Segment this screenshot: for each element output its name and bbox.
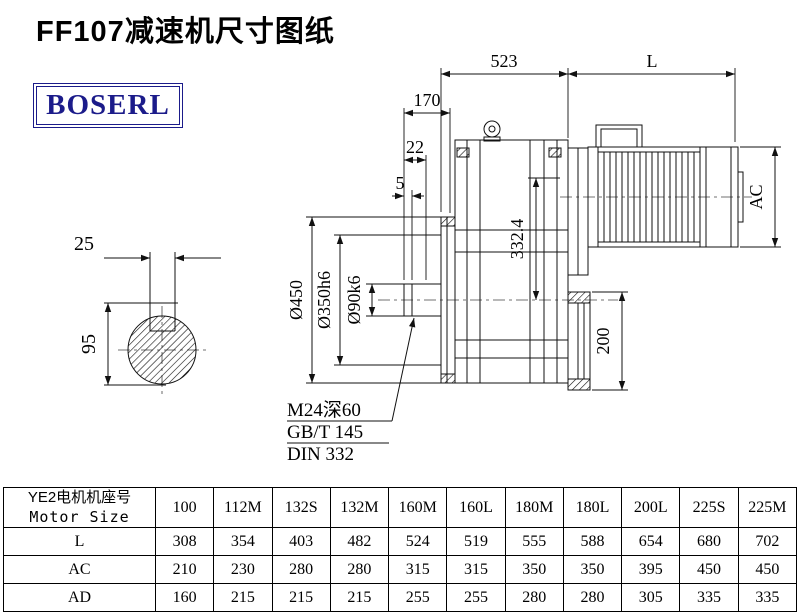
col-header: 180L — [562, 487, 623, 528]
page-title: FF107减速机尺寸图纸 — [36, 16, 335, 48]
col-header: 160L — [446, 487, 506, 528]
dim-523-label: 523 — [491, 51, 518, 71]
shaft-end-view — [127, 252, 197, 385]
table-cell: 160 — [154, 583, 215, 612]
table-cell: 230 — [213, 555, 273, 584]
table-cell: 255 — [446, 583, 506, 612]
dim-200-label: 200 — [593, 328, 613, 355]
col-header: 100 — [154, 487, 215, 528]
col-header: 132M — [329, 487, 390, 528]
table-row-AD: AD 160 215 215 215 255 255 280 280 305 3… — [3, 583, 798, 612]
table-cell: 315 — [446, 555, 506, 584]
table-cell: 280 — [504, 583, 564, 612]
row-label: AC — [3, 555, 156, 584]
col-header: 112M — [213, 487, 273, 528]
table-cell: 450 — [737, 555, 798, 584]
note-gbt145: GB/T 145 — [287, 422, 363, 443]
table-cell: 350 — [562, 555, 623, 584]
dim-spigot-dia-label: Ø350h6 — [314, 271, 334, 329]
table-cell: 680 — [679, 527, 739, 556]
table-cell: 255 — [388, 583, 448, 612]
dim-25-label: 25 — [74, 233, 94, 255]
row-label: AD — [3, 583, 156, 612]
table-cell: 215 — [271, 583, 331, 612]
dim-22-label: 22 — [406, 137, 424, 157]
motor-size-header-en: Motor Size — [29, 507, 130, 526]
motor-size-header: YE2电机机座号 Motor Size — [3, 487, 156, 528]
table-cell: 210 — [154, 555, 215, 584]
table-cell: 305 — [621, 583, 681, 612]
table-cell: 280 — [562, 583, 623, 612]
table-cell: 482 — [329, 527, 390, 556]
dim-5-label: 5 — [396, 173, 405, 193]
note-thread: M24深60 — [287, 399, 361, 421]
centerlines — [118, 196, 752, 394]
dim-95-label: 95 — [78, 334, 100, 354]
table-header-row: YE2电机机座号 Motor Size 100 112M 132S 132M 1… — [3, 487, 798, 528]
table-cell: 350 — [504, 555, 564, 584]
table-cell: 354 — [213, 527, 273, 556]
gearbox-housing — [440, 139, 569, 384]
table-cell: 308 — [154, 527, 215, 556]
dimension-lines — [104, 70, 779, 422]
table-cell: 555 — [504, 527, 564, 556]
table-cell: 280 — [329, 555, 390, 584]
table-row-L: L 308 354 403 482 524 519 555 588 654 68… — [3, 527, 798, 556]
col-header: 225M — [737, 487, 798, 528]
col-header: 200L — [621, 487, 681, 528]
extension-lines — [104, 68, 781, 444]
table-cell: 215 — [329, 583, 390, 612]
table-row-AC: AC 210 230 280 280 315 315 350 350 395 4… — [3, 555, 798, 584]
table-cell: 403 — [271, 527, 331, 556]
dim-shaft-dia-label: Ø90k6 — [344, 276, 364, 325]
table-cell: 335 — [679, 583, 739, 612]
dim-170-label: 170 — [414, 90, 441, 110]
brand-logo-text: BOSERL — [46, 89, 170, 121]
motor — [567, 124, 744, 276]
dimension-labels: 523 L 170 22 5 25 95 Ø450 Ø350h6 Ø90k6 3… — [74, 51, 766, 465]
table-cell: 519 — [446, 527, 506, 556]
table-cell: 450 — [679, 555, 739, 584]
output-flange — [567, 291, 591, 391]
table-cell: 335 — [737, 583, 798, 612]
row-label: L — [3, 527, 156, 556]
col-header: 160M — [388, 487, 448, 528]
eyebolt — [483, 120, 501, 142]
table-cell: 215 — [213, 583, 273, 612]
table-cell: 654 — [621, 527, 681, 556]
dim-L-label: L — [647, 51, 658, 71]
dimension-drawing: 523 L 170 22 5 25 95 Ø450 Ø350h6 Ø90k6 3… — [74, 51, 781, 465]
col-header: 180M — [504, 487, 564, 528]
dim-AC-label: AC — [746, 184, 766, 209]
table-cell: 702 — [737, 527, 798, 556]
table-cell: 524 — [388, 527, 448, 556]
dim-flange-dia-label: Ø450 — [286, 280, 306, 320]
output-shaft — [403, 283, 442, 317]
col-header: 225S — [679, 487, 739, 528]
table-cell: 395 — [621, 555, 681, 584]
brand-logo: BOSERL — [33, 83, 183, 128]
table-cell: 588 — [562, 527, 623, 556]
motor-size-table: YE2电机机座号 Motor Size 100 112M 132S 132M 1… — [3, 487, 798, 612]
col-header: 132S — [271, 487, 331, 528]
table-cell: 315 — [388, 555, 448, 584]
note-din332: DIN 332 — [287, 444, 354, 465]
table-cell: 280 — [271, 555, 331, 584]
motor-size-header-cn: YE2电机机座号 — [27, 488, 132, 506]
dim-332-label: 332.4 — [507, 219, 527, 260]
